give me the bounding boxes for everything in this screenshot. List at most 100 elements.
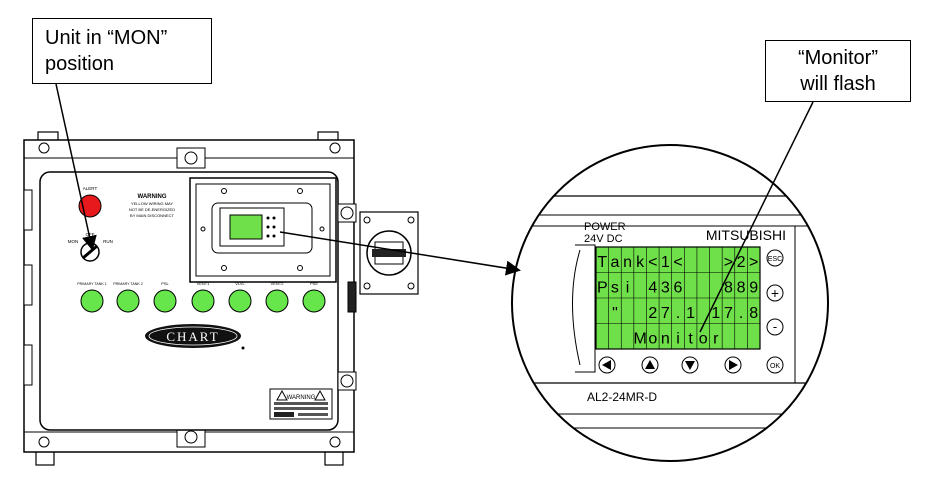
lcd-char: 7 <box>661 305 670 322</box>
plc-minus-label: - <box>773 319 777 334</box>
plc-power-label: POWER <box>584 221 626 233</box>
lcd-char: . <box>739 305 743 322</box>
plc-esc-label: ESC <box>768 256 782 263</box>
plc-minus-button[interactable] <box>766 318 784 336</box>
light-vent2 <box>265 289 289 313</box>
lcd-char: M <box>633 330 646 347</box>
lcd-char: > <box>749 254 758 271</box>
lcd-char: 8 <box>737 279 746 296</box>
indicator-lights: PRIMARY TANK 1 PRIMARY TANK 2 PSL VENT1 … <box>77 281 326 313</box>
lcd-char: P <box>597 279 608 296</box>
lcd-char: 9 <box>749 279 758 296</box>
screw <box>329 142 341 154</box>
lcd-char: < <box>673 254 682 271</box>
lcd-char: 6 <box>674 279 683 296</box>
lcd-char: 2 <box>737 254 746 271</box>
callout-monitor-flash: “Monitor” will flash <box>765 40 911 102</box>
warning-text-3: BY MAIN DISCONNECT <box>130 213 174 218</box>
arc-flash-label: WARNING <box>269 388 333 420</box>
pointer-to-switch <box>55 83 97 251</box>
lcd-char: 2 <box>648 305 657 322</box>
lcd-char: s <box>611 279 619 296</box>
warning-text-2: NOT BE DE-ENERGIZED <box>129 207 175 212</box>
callout-mon-line1: Unit in “MON” <box>45 27 168 49</box>
arrow-down-icon <box>685 361 695 370</box>
screw <box>38 436 50 448</box>
light-label: VENT1 <box>197 281 211 286</box>
plc-model: AL2-24MR-D <box>587 390 657 404</box>
disconnect-switch <box>359 211 419 295</box>
plc-down-button[interactable] <box>650 0 699 374</box>
arrow-right-icon <box>729 360 738 370</box>
plc-ok-button[interactable] <box>766 356 784 374</box>
chart-logo <box>145 324 241 348</box>
lcd-char: r <box>713 330 719 347</box>
callout-monitor-line1: “Monitor” <box>797 47 878 69</box>
door-handle <box>347 281 357 313</box>
plc-up-button[interactable] <box>641 356 659 374</box>
plc-right-button[interactable] <box>724 356 742 374</box>
lcd-char: 1 <box>661 254 670 271</box>
lcd-char: < <box>648 254 657 271</box>
light-label: PRIMARY TANK 1 <box>77 282 107 286</box>
light-primary-tank-2 <box>116 289 140 313</box>
arc-flash-title: WARNING <box>287 395 316 401</box>
warning-text-1: YELLOW WIRING MAY <box>131 201 173 206</box>
lcd-char: i <box>676 330 680 347</box>
lcd-char: o <box>699 330 708 347</box>
arrow-up-icon <box>645 360 655 369</box>
light-pse <box>302 289 326 313</box>
lcd-char: 8 <box>749 305 758 322</box>
light-vent1 <box>191 289 215 313</box>
plc-esc-button[interactable] <box>766 249 784 267</box>
control-panel: ALERT WARNING YELLOW WIRING MAY NOT BE D… <box>23 131 419 466</box>
switch-off-label: OFF <box>86 232 95 237</box>
light-vlvl <box>228 289 252 313</box>
lcd-char: n <box>623 254 632 271</box>
chart-logo-text: CHART <box>166 329 219 344</box>
light-label: VENT2 <box>271 281 285 286</box>
plc-ok-label: OK <box>770 363 780 370</box>
plc-mini-lcd <box>229 214 263 240</box>
callout-mon-line2: position <box>45 53 114 75</box>
plc-left-button[interactable] <box>598 356 616 374</box>
lcd-char: 4 <box>648 279 657 296</box>
plc-plus-label: + <box>771 285 779 301</box>
lcd-char: n <box>661 330 670 347</box>
plc-voltage-label: 24V DC <box>584 233 623 245</box>
plc-plus-button[interactable] <box>766 284 784 302</box>
lcd-char: 3 <box>661 279 670 296</box>
screw <box>38 142 50 154</box>
lcd-char: . <box>676 305 680 322</box>
light-label: VLVL <box>235 281 245 286</box>
screw <box>329 436 341 448</box>
warning-title: WARNING <box>138 194 167 200</box>
lcd-char: t <box>688 330 693 347</box>
lcd-char: 1 <box>686 305 695 322</box>
lcd-char: a <box>610 254 619 271</box>
pointer-to-monitor <box>699 101 814 333</box>
lcd-char: T <box>597 254 607 271</box>
lcd-char: 8 <box>724 279 733 296</box>
lcd-char: 7 <box>724 305 733 322</box>
callout-monitor-line2: will flash <box>800 73 876 95</box>
light-label: PRIMARY TANK 2 <box>113 282 143 286</box>
callout-mon-position: Unit in “MON” position <box>32 18 212 84</box>
light-label: PSL <box>161 281 169 286</box>
arrow-left-icon <box>602 360 611 370</box>
light-label: PSE <box>310 281 318 286</box>
alert-label: ALERT <box>83 186 98 191</box>
lcd-char: k <box>636 254 645 271</box>
pointer-to-magnifier <box>279 231 521 276</box>
lcd-char: 1 <box>711 305 720 322</box>
switch-mon-label: MON <box>68 239 79 244</box>
lcd-char: " <box>612 305 618 322</box>
lcd-char: i <box>626 279 630 296</box>
light-primary-tank-1 <box>80 289 104 313</box>
lcd-char: > <box>724 254 733 271</box>
lcd-char: o <box>648 330 657 347</box>
light-psl <box>153 289 177 313</box>
